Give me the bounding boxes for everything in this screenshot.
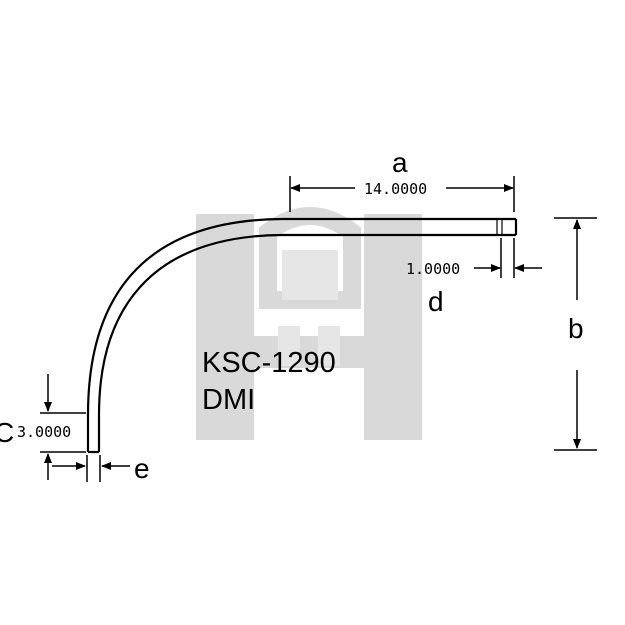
dim-a-letter: a [392,147,408,178]
dim-c-letter: C [0,417,14,448]
dim-e-letter: e [134,453,150,484]
tube-inner-edge [97,233,516,452]
dim-d-value: 1.0000 [406,260,460,278]
part-maker: DMI [202,384,255,416]
part-number: KSC-1290 [202,347,336,379]
dimension-e [52,455,130,482]
dimension-a [289,176,515,212]
dim-a-value: 14.0000 [364,180,427,198]
tube-outline [86,217,518,454]
tube-outer-edge [86,217,516,452]
dim-c-value: 3.0000 [17,423,71,441]
dim-d-letter: d [428,286,444,317]
dimension-c [40,374,86,480]
dim-b-letter: b [568,313,584,344]
dimension-b [554,217,597,451]
product-logo-watermark-icon [196,207,422,440]
dimension-d [474,238,542,278]
